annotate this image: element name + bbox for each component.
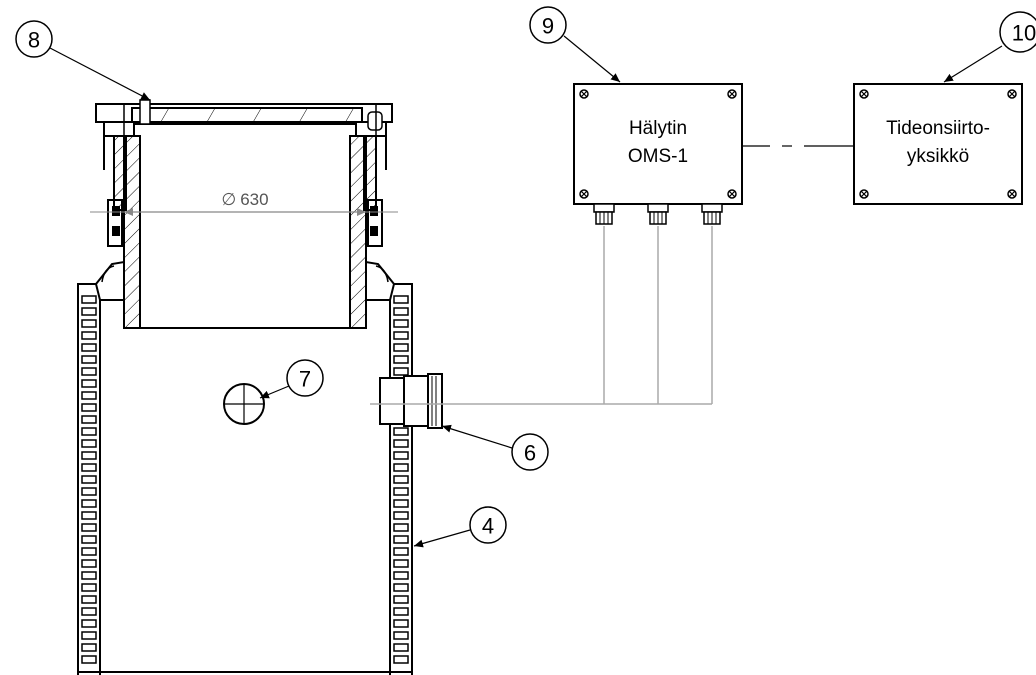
diameter-value: 630: [240, 190, 268, 209]
callout-8: 8: [15, 20, 151, 101]
alarm-box: Hälytin OMS-1: [573, 83, 743, 225]
cover-lid: [131, 107, 363, 125]
callout-10: 10: [943, 11, 1036, 83]
callout-9-label: 9: [542, 14, 554, 39]
alarm-box-line2: OMS-1: [628, 146, 688, 167]
cable-fitting: [379, 373, 443, 429]
alarm-box-frame: [573, 83, 743, 205]
sensor-cables: [370, 226, 713, 405]
callout-7: 7: [259, 359, 324, 399]
cover-bolt: [139, 99, 151, 125]
alarm-box-line1: Hälytin: [629, 118, 687, 139]
callout-8-label: 8: [28, 28, 40, 53]
diameter-symbol: ∅: [221, 190, 236, 209]
diameter-dimension: ∅630: [90, 190, 398, 216]
callout-6: 6: [441, 424, 549, 471]
corrugation-ribs-right: [393, 295, 409, 664]
corrugation-ribs-left: [81, 295, 97, 664]
callout-6-label: 6: [524, 441, 536, 466]
callout-10-label: 10: [1012, 21, 1036, 46]
transfer-box-line2: yksikkö: [907, 146, 969, 167]
transfer-box-line1: Tideonsiirto-: [886, 118, 990, 139]
callout-9: 9: [529, 6, 621, 83]
riser-pipe: [107, 135, 383, 329]
transfer-unit-box: Tideonsiirto- yksikkö: [853, 83, 1023, 205]
well-cover: [95, 99, 393, 137]
callout-4: 4: [413, 506, 507, 548]
svg-text:∅630: ∅630: [221, 190, 268, 209]
sensor-opening: [223, 383, 265, 425]
callout-4-label: 4: [482, 514, 494, 539]
callout-7-label: 7: [299, 367, 311, 392]
transfer-box-frame: [853, 83, 1023, 205]
